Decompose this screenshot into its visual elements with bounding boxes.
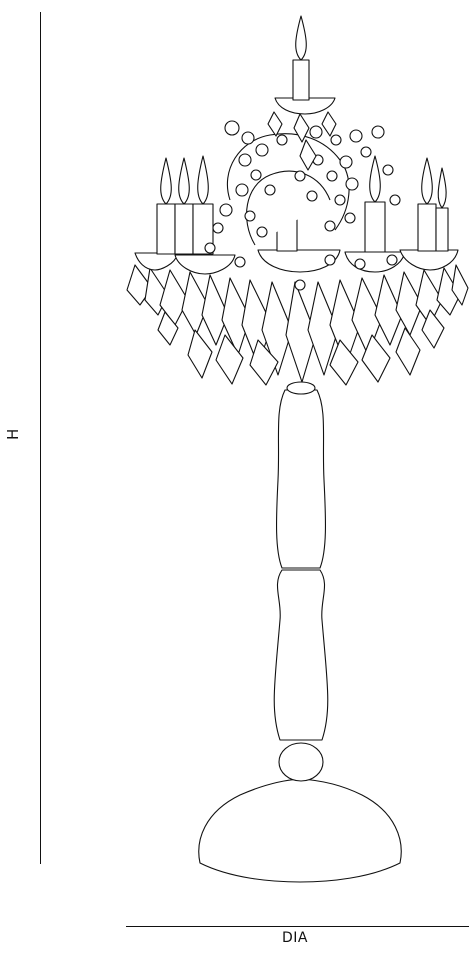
candle-arms — [134, 97, 459, 275]
height-dimension-line — [40, 12, 41, 864]
crystal-drops — [126, 264, 469, 386]
crystal-beads — [204, 120, 401, 291]
lamp-stem-upper — [275, 389, 327, 569]
upper-crystal-drops — [267, 111, 337, 171]
lamp-base — [198, 778, 402, 883]
lamp-stem-lower — [273, 569, 329, 741]
diameter-dimension-line — [126, 926, 469, 927]
diameter-label: DIA — [282, 930, 308, 946]
lamp-collar — [286, 381, 316, 395]
candle-flames — [160, 15, 447, 209]
lamp-knob — [278, 742, 324, 782]
